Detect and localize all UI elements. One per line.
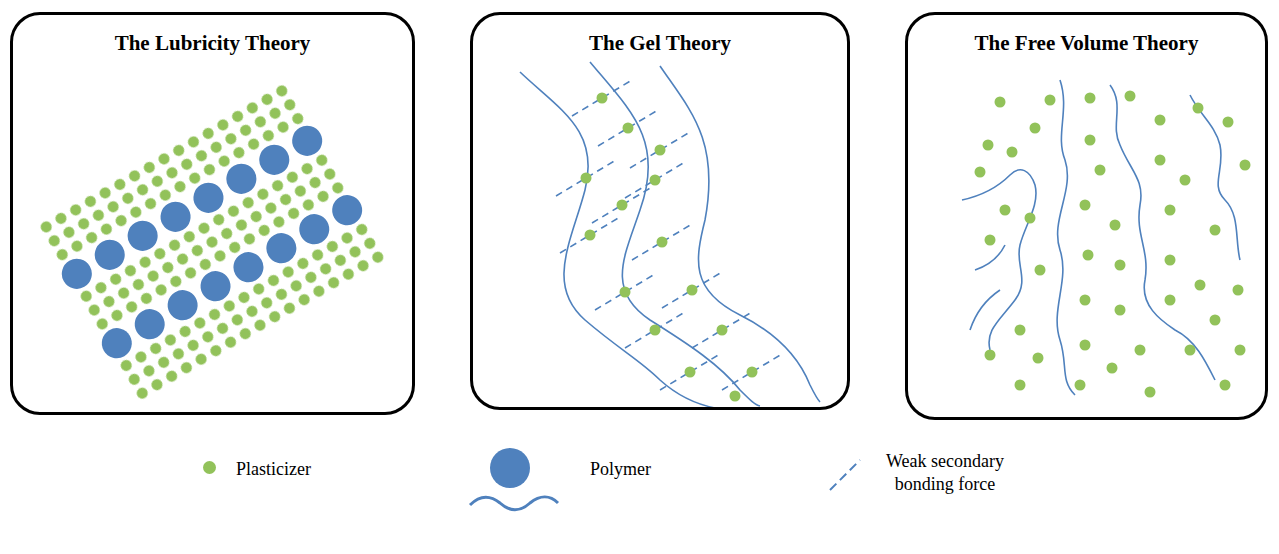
panel-title: The Free Volume Theory — [908, 31, 1265, 56]
legend-label: Weak secondary bonding force — [870, 450, 1020, 495]
theory-panel: The Free Volume Theory — [905, 12, 1268, 420]
theory-panel: The Lubricity Theory — [10, 12, 415, 415]
gel-network — [520, 62, 820, 408]
legend-swatch — [203, 461, 216, 474]
legend-polymer-sample — [470, 448, 558, 510]
theory-panel: The Gel Theory — [470, 12, 850, 410]
legend-label: Polymer — [590, 458, 651, 481]
legend-bond-sample — [830, 460, 860, 490]
legend-label: Plasticizer — [236, 458, 311, 481]
free-volume-chains — [962, 80, 1251, 398]
panel-title: The Lubricity Theory — [13, 31, 412, 56]
panel-title: The Gel Theory — [473, 31, 847, 56]
lubricity-lattice — [32, 78, 392, 406]
